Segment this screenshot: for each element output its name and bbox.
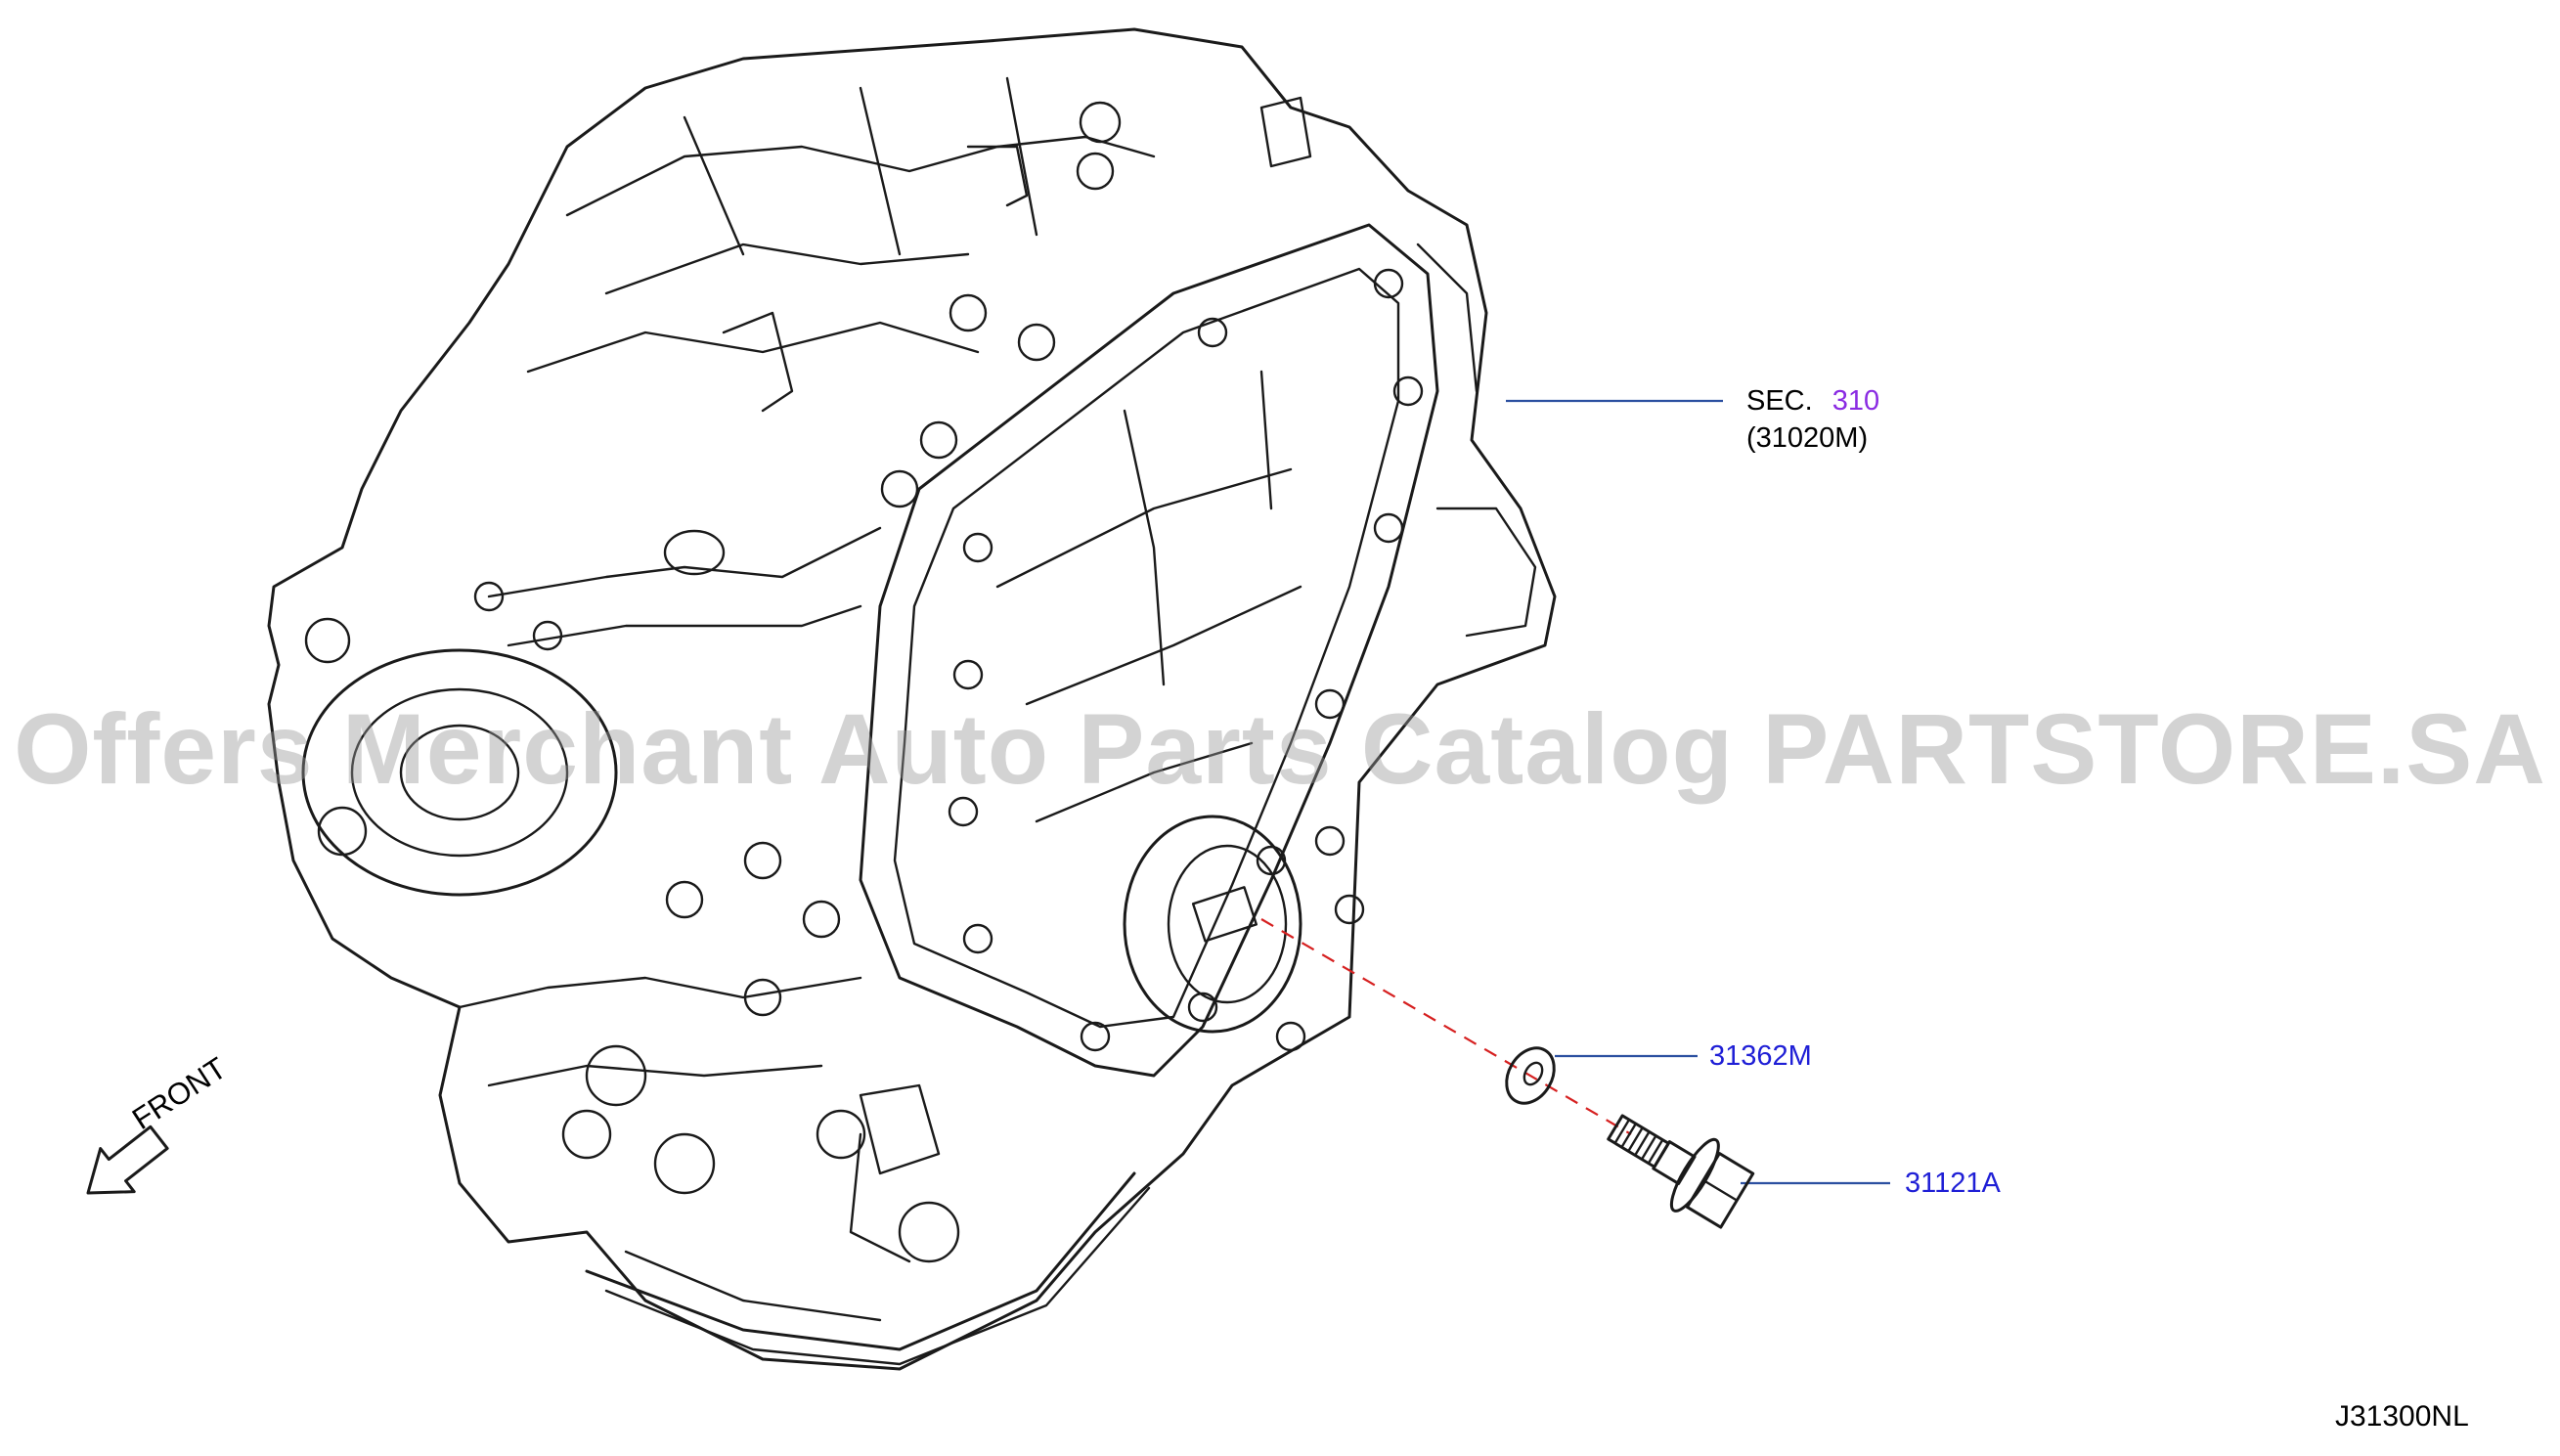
transmission-assembly-drawing (267, 27, 1557, 1371)
washer-part-number-link[interactable]: 31362M (1709, 1040, 1812, 1072)
washer-part (1505, 1046, 1556, 1105)
section-prefix: SEC. (1746, 385, 1813, 417)
diagram-code: J31300NL (2335, 1400, 2469, 1433)
section-sub-number: (31020M) (1746, 422, 1869, 454)
section-callout: SEC. 310 (1746, 384, 1879, 418)
assembly-dashed-line (1260, 918, 1632, 1135)
front-direction-arrow (86, 1125, 169, 1195)
bolt-part (1607, 1114, 1755, 1229)
bolt-part-number-link[interactable]: 31121A (1905, 1168, 2001, 1199)
section-310-link[interactable]: 310 (1832, 385, 1880, 417)
